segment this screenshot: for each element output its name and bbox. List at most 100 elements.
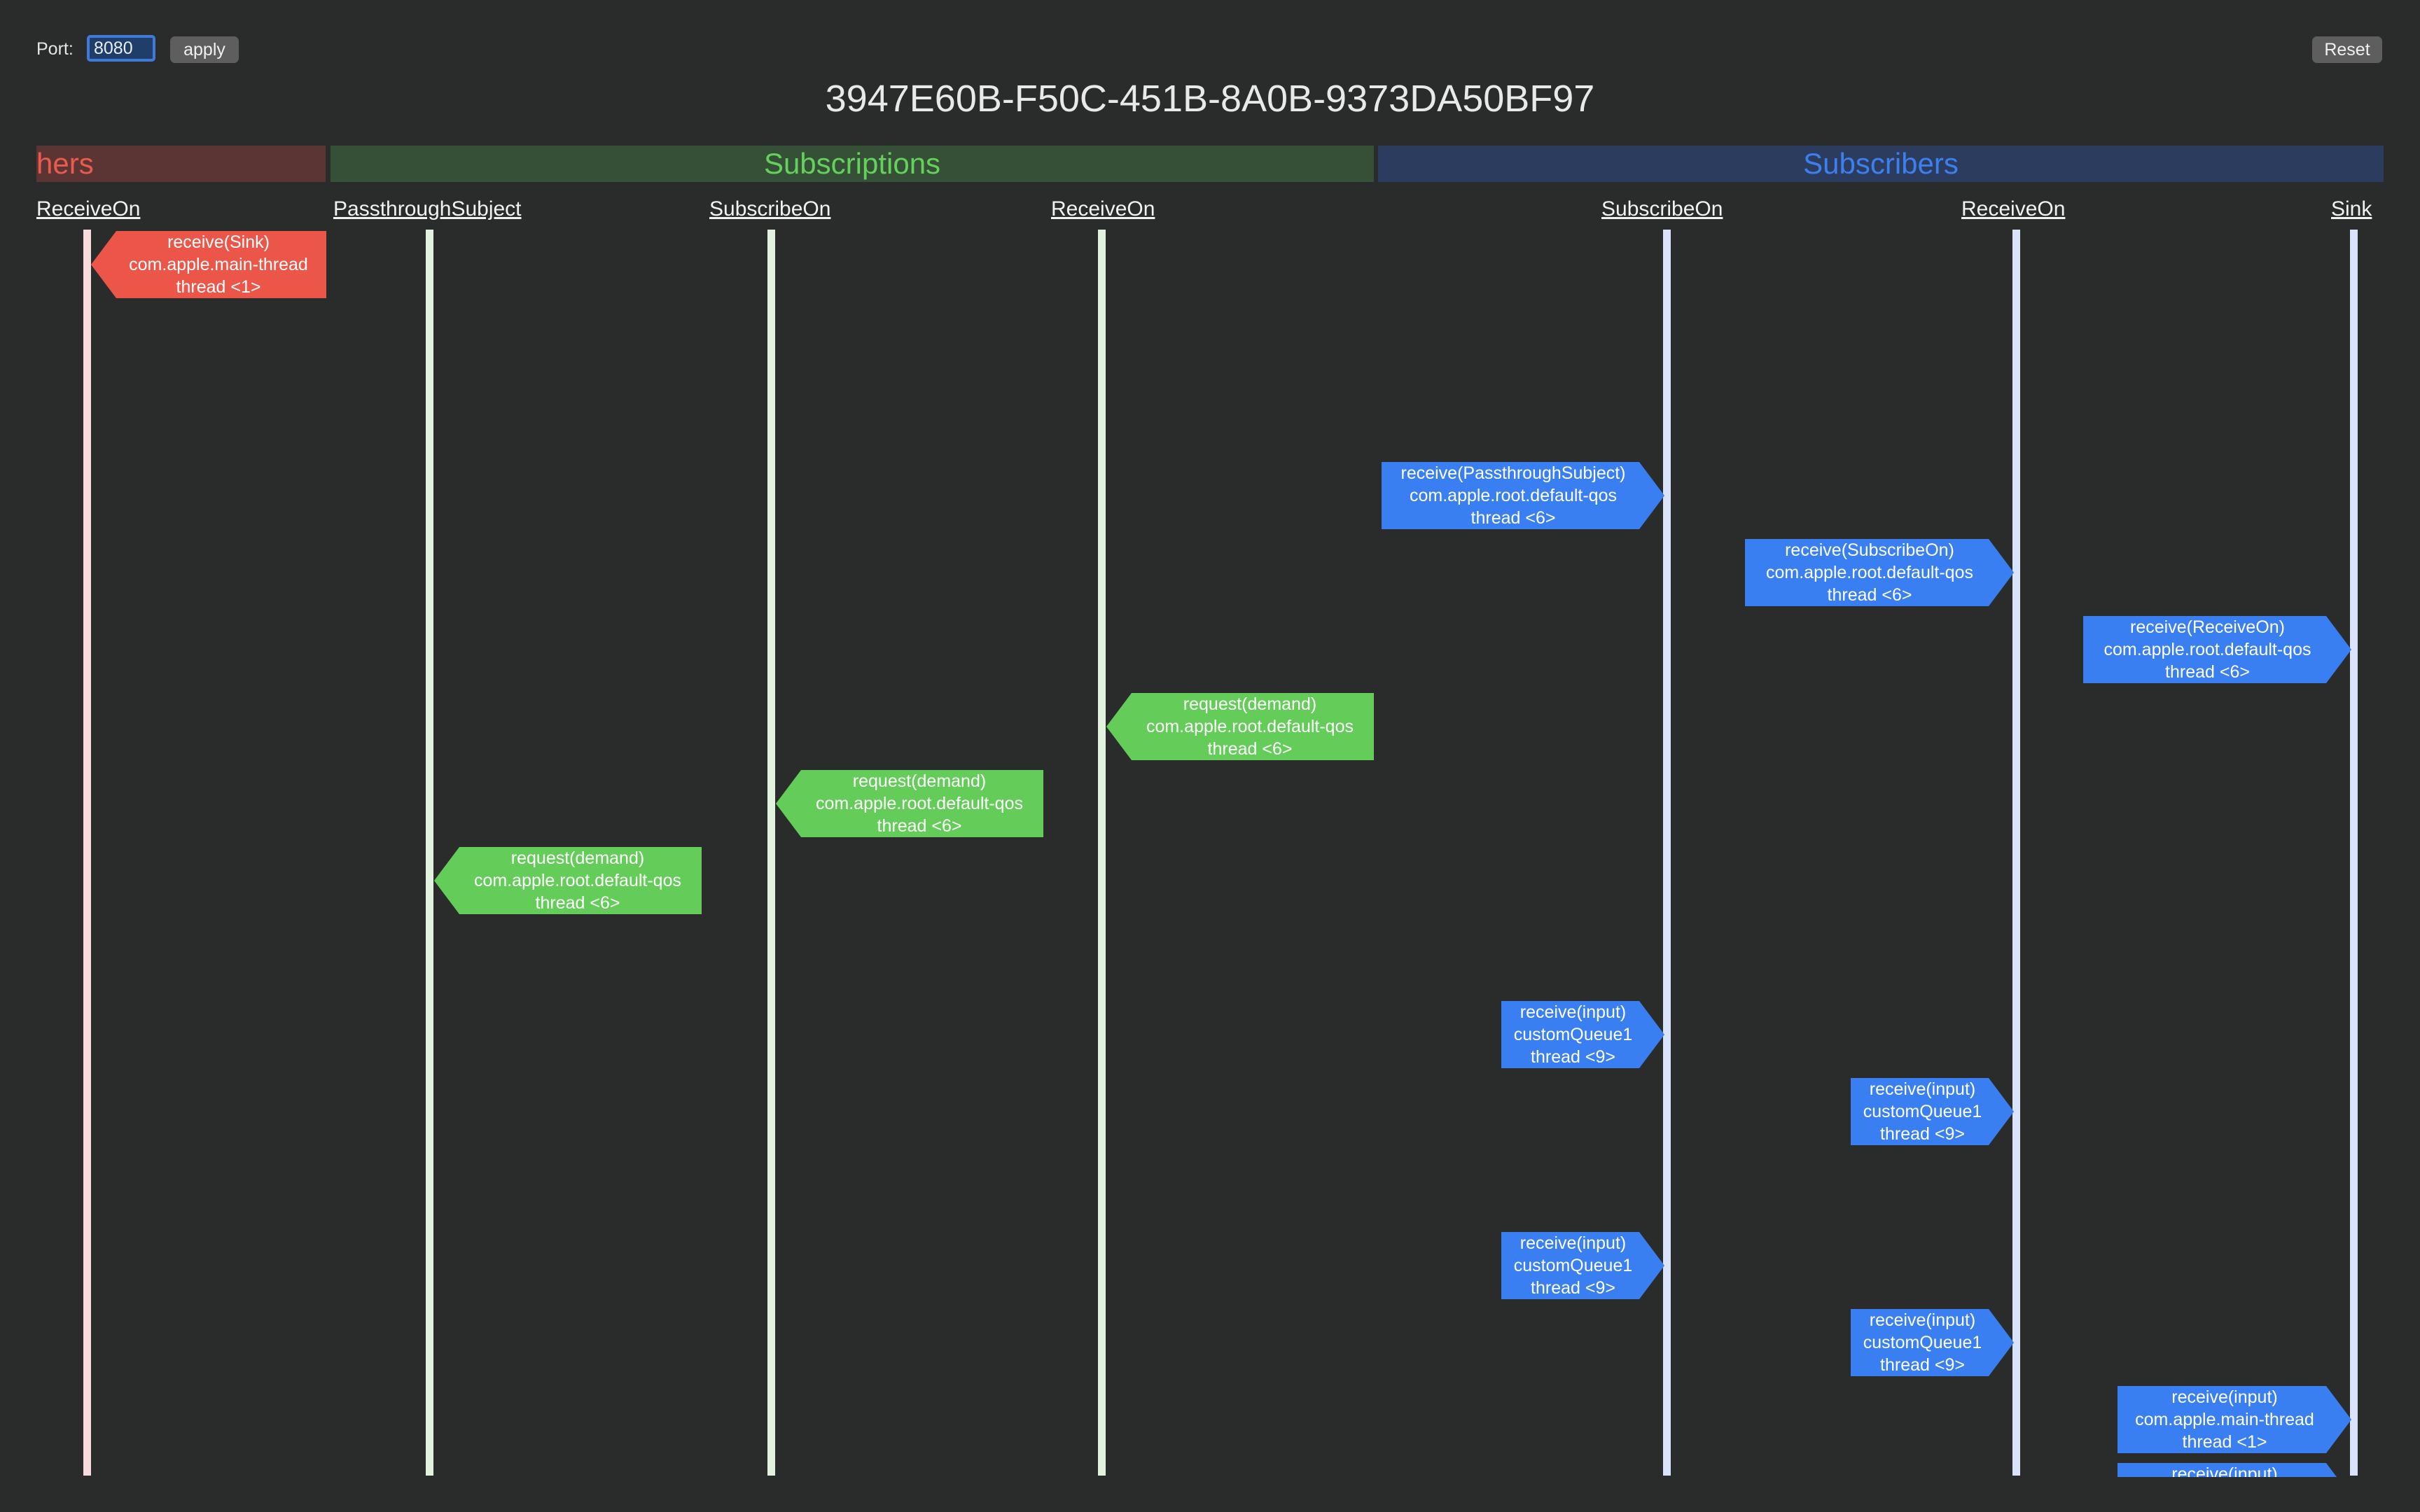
message-line: receive(input) <box>1869 1079 1976 1099</box>
apply-button[interactable]: apply <box>170 36 239 63</box>
message-line: thread <6> <box>2165 662 2250 682</box>
message-arrow-shape <box>1851 1078 2014 1145</box>
message-text: receive(Sink) com.apple.main-thread thread… <box>111 231 326 298</box>
message-line: request(demand) <box>852 771 987 791</box>
message-arrow-shape <box>1745 539 2014 606</box>
message-line: com.apple.root.default-qos <box>1146 717 1354 736</box>
message-request-demand-1[interactable]: request(demand) com.apple.root.default-qo… <box>1106 693 1374 760</box>
message-arrow-polygon <box>1851 1078 2014 1145</box>
reset-button[interactable]: Reset <box>2312 36 2382 63</box>
message-text: receive(input) customQueue1 thread <9> <box>1501 1232 1645 1299</box>
message-line: thread <9> <box>1880 1355 1965 1375</box>
message-line: com.apple.root.default-qos <box>1409 486 1617 505</box>
message-line: thread <1> <box>2182 1432 2267 1452</box>
section-header-subscribers: Subscribers <box>1378 146 2384 182</box>
message-receive-input-4[interactable]: receive(input) customQueue1 thread <9> <box>1851 1309 2014 1376</box>
message-arrow-polygon <box>1382 462 1664 529</box>
message-line: request(demand) <box>1183 694 1317 714</box>
section-header-publishers: hers <box>36 146 326 182</box>
message-line: thread <9> <box>1880 1124 1965 1144</box>
column-label-passthroughsubject[interactable]: PassthroughSubject <box>333 197 522 220</box>
message-text: receive(SubscribeOn) com.apple.root.defau… <box>1745 539 1994 606</box>
message-receive-input-6[interactable]: receive(input) <box>2118 1463 2351 1477</box>
message-arrow-polygon <box>1851 1309 2014 1376</box>
message-arrow-polygon <box>1106 693 1374 760</box>
message-line: thread <6> <box>1470 508 1556 528</box>
message-line: receive(input) <box>2171 1387 2278 1407</box>
message-receive-input-3[interactable]: receive(input) customQueue1 thread <9> <box>1501 1232 1664 1299</box>
column-label-receiveon-subscriber[interactable]: ReceiveOn <box>1961 197 2066 220</box>
message-arrow-shape <box>776 770 1043 837</box>
message-arrow-polygon <box>434 847 702 914</box>
lifeline-sink <box>2350 230 2358 1476</box>
message-text: receive(ReceiveOn) com.apple.root.default… <box>2083 616 2332 683</box>
message-arrow-polygon <box>91 231 326 298</box>
message-line: receive(SubscribeOn) <box>1785 540 1954 560</box>
message-line: com.apple.root.default-qos <box>1765 563 1973 582</box>
message-line: thread <6> <box>1827 585 1912 605</box>
lifeline-receiveon-subscriber <box>2012 230 2020 1476</box>
message-receive-input-2[interactable]: receive(input) customQueue1 thread <9> <box>1851 1078 2014 1145</box>
message-arrow-polygon <box>776 770 1043 837</box>
message-line: com.apple.main-thread <box>129 255 308 274</box>
message-arrow-shape <box>2083 616 2351 683</box>
message-arrow-polygon <box>1745 539 2014 606</box>
message-line: thread <6> <box>877 816 962 836</box>
message-arrow-shape <box>434 847 702 914</box>
message-line: receive(input) <box>2171 1464 2278 1477</box>
column-label-subscribeon-subscription[interactable]: SubscribeOn <box>709 197 831 220</box>
message-line: thread <9> <box>1531 1047 1615 1067</box>
message-arrow-shape <box>1382 462 1664 529</box>
column-label-sink[interactable]: Sink <box>2331 197 2372 220</box>
message-arrow-polygon <box>1501 1001 1664 1068</box>
message-receive-sink[interactable]: receive(Sink) com.apple.main-thread thread… <box>91 231 326 298</box>
message-receive-input-5[interactable]: receive(input) com.apple.main-thread threa… <box>2118 1386 2351 1453</box>
message-line: customQueue1 <box>1863 1333 1982 1352</box>
lifeline-subscribeon-subscription <box>767 230 775 1476</box>
message-line: com.apple.root.default-qos <box>473 871 681 890</box>
message-request-demand-3[interactable]: request(demand) com.apple.root.default-qo… <box>434 847 702 914</box>
lifeline-passthroughsubject <box>426 230 433 1476</box>
message-request-demand-2[interactable]: request(demand)com.apple.root.default-qo… <box>776 770 1043 837</box>
message-arrow-shape <box>91 231 326 298</box>
message-line: receive(ReceiveOn) <box>2130 617 2285 637</box>
message-line: thread <6> <box>1207 739 1293 759</box>
message-line: receive(PassthroughSubject) <box>1400 463 1626 483</box>
message-line: com.apple.root.default-qos <box>2103 640 2311 659</box>
message-line: thread <9> <box>1531 1278 1615 1298</box>
message-line: thread <1> <box>176 277 261 297</box>
message-text: receive(input) <box>2118 1463 2332 1477</box>
column-label-subscribeon-subscriber[interactable]: SubscribeOn <box>1601 197 1723 220</box>
message-receive-passthroughsubject[interactable]: receive(PassthroughSubject) com.apple.roo… <box>1382 462 1664 529</box>
message-arrow-polygon <box>2118 1386 2351 1453</box>
column-label-receiveon-subscription[interactable]: ReceiveOn <box>1051 197 1155 220</box>
message-receive-receiveon[interactable]: receive(ReceiveOn) com.apple.root.default… <box>2083 616 2351 683</box>
message-line: customQueue1 <box>1863 1102 1982 1121</box>
message-line: receive(input) <box>1520 1233 1627 1253</box>
message-text: request(demand) com.apple.root.default-qo… <box>454 847 702 914</box>
message-receive-subscribeon[interactable]: receive(SubscribeOn) com.apple.root.defau… <box>1745 539 2014 606</box>
message-text: request(demand) com.apple.root.default-qo… <box>1126 693 1374 760</box>
message-text: request(demand)com.apple.root.default-qo… <box>795 770 1043 837</box>
message-arrow-shape <box>1501 1232 1664 1299</box>
message-line: com.apple.main-thread <box>2135 1410 2314 1429</box>
column-label-receiveon-publisher[interactable]: ReceiveOn <box>36 197 141 220</box>
message-text: receive(input) customQueue1 thread <9> <box>1851 1078 1994 1145</box>
section-header-subscriptions: Subscriptions <box>331 146 1374 182</box>
message-line: receive(input) <box>1520 1002 1627 1022</box>
message-line: receive(Sink) <box>167 232 270 252</box>
lifeline-subscribeon-subscriber <box>1663 230 1671 1476</box>
port-input[interactable] <box>87 35 155 62</box>
message-arrow-shape <box>1851 1309 2014 1376</box>
message-arrow-polygon <box>2083 616 2351 683</box>
message-arrow-polygon <box>1501 1232 1664 1299</box>
message-text: receive(PassthroughSubject) com.apple.roo… <box>1382 462 1645 529</box>
message-line: receive(input) <box>1869 1310 1976 1330</box>
message-line: request(demand) <box>510 848 645 868</box>
message-line: customQueue1 <box>1513 1256 1633 1275</box>
page-title: 3947E60B-F50C-451B-8A0B-9373DA50BF97 <box>825 78 1595 120</box>
port-label: Port: <box>36 39 74 59</box>
message-arrow-shape <box>1501 1001 1664 1068</box>
